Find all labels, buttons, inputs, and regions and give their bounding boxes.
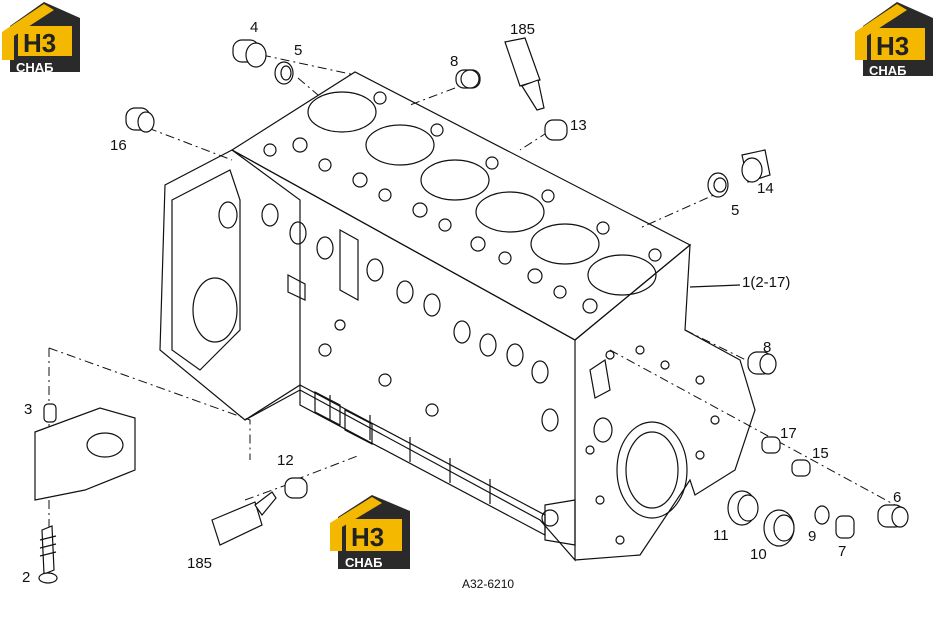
svg-text:H3: H3 (351, 522, 384, 552)
callout-3: 3 (24, 401, 32, 418)
leader-lines (689, 284, 741, 288)
cylinder-block (159, 71, 756, 562)
callout-16: 16 (110, 137, 127, 154)
assembly-lines (48, 54, 896, 560)
svg-text:H3: H3 (23, 28, 56, 58)
callout-12: 12 (277, 452, 294, 469)
plug-part-4 (232, 39, 267, 68)
sealant-tube-part-185-bottom (211, 491, 277, 546)
callout-8-top: 8 (450, 53, 458, 70)
seal-ring-part-5-right (707, 172, 729, 198)
callout-10: 10 (750, 546, 767, 563)
plug-part-7 (835, 515, 855, 539)
callout-5-top: 5 (294, 42, 302, 59)
plug-part-8-right (747, 351, 777, 375)
watermark-logo-top-left: H3 СНАБ (2, 2, 80, 75)
watermark-logo-top-right: H3 СНАБ (855, 2, 933, 78)
seal-part-10 (763, 509, 795, 547)
plug-part-12 (284, 477, 308, 499)
washer-part-9 (814, 505, 830, 525)
callout-9: 9 (808, 528, 816, 545)
plug-part-13 (544, 119, 568, 141)
seal-ring-part-5-top (274, 61, 294, 85)
svg-text:СНАБ: СНАБ (345, 555, 383, 570)
callout-labels: 4 5 8 185 13 16 14 5 1(2-17) 8 3 17 15 6… (22, 19, 901, 591)
bearing-cap-assembly (34, 403, 136, 584)
callout-15: 15 (812, 445, 829, 462)
plug-part-15 (791, 459, 811, 477)
callout-5-right: 5 (731, 202, 739, 219)
plug-part-16 (125, 107, 155, 133)
svg-text:H3: H3 (876, 31, 909, 61)
figure-code: A32-6210 (462, 577, 514, 591)
callout-185-bottom: 185 (187, 555, 212, 572)
plug-part-6 (877, 504, 909, 528)
callout-185-top: 185 (510, 21, 535, 38)
watermark-logo-center: H3 СНАБ (330, 495, 410, 570)
plug-part-8-top (455, 69, 481, 89)
plug-part-14 (741, 149, 771, 183)
callout-4: 4 (250, 19, 258, 36)
callout-8-right: 8 (763, 339, 771, 356)
callout-13: 13 (570, 117, 587, 134)
callout-17: 17 (780, 425, 797, 442)
callout-6: 6 (893, 489, 901, 506)
sealant-tube-part-185-top (504, 37, 545, 111)
callout-2: 2 (22, 569, 30, 586)
seal-part-11 (727, 490, 759, 526)
svg-text:СНАБ: СНАБ (869, 63, 907, 78)
callout-1: 1(2-17) (742, 274, 790, 291)
callout-7: 7 (838, 543, 846, 560)
plug-part-17 (761, 436, 781, 454)
svg-text:СНАБ: СНАБ (16, 60, 54, 75)
callout-14: 14 (757, 180, 774, 197)
callout-11: 11 (713, 527, 729, 544)
